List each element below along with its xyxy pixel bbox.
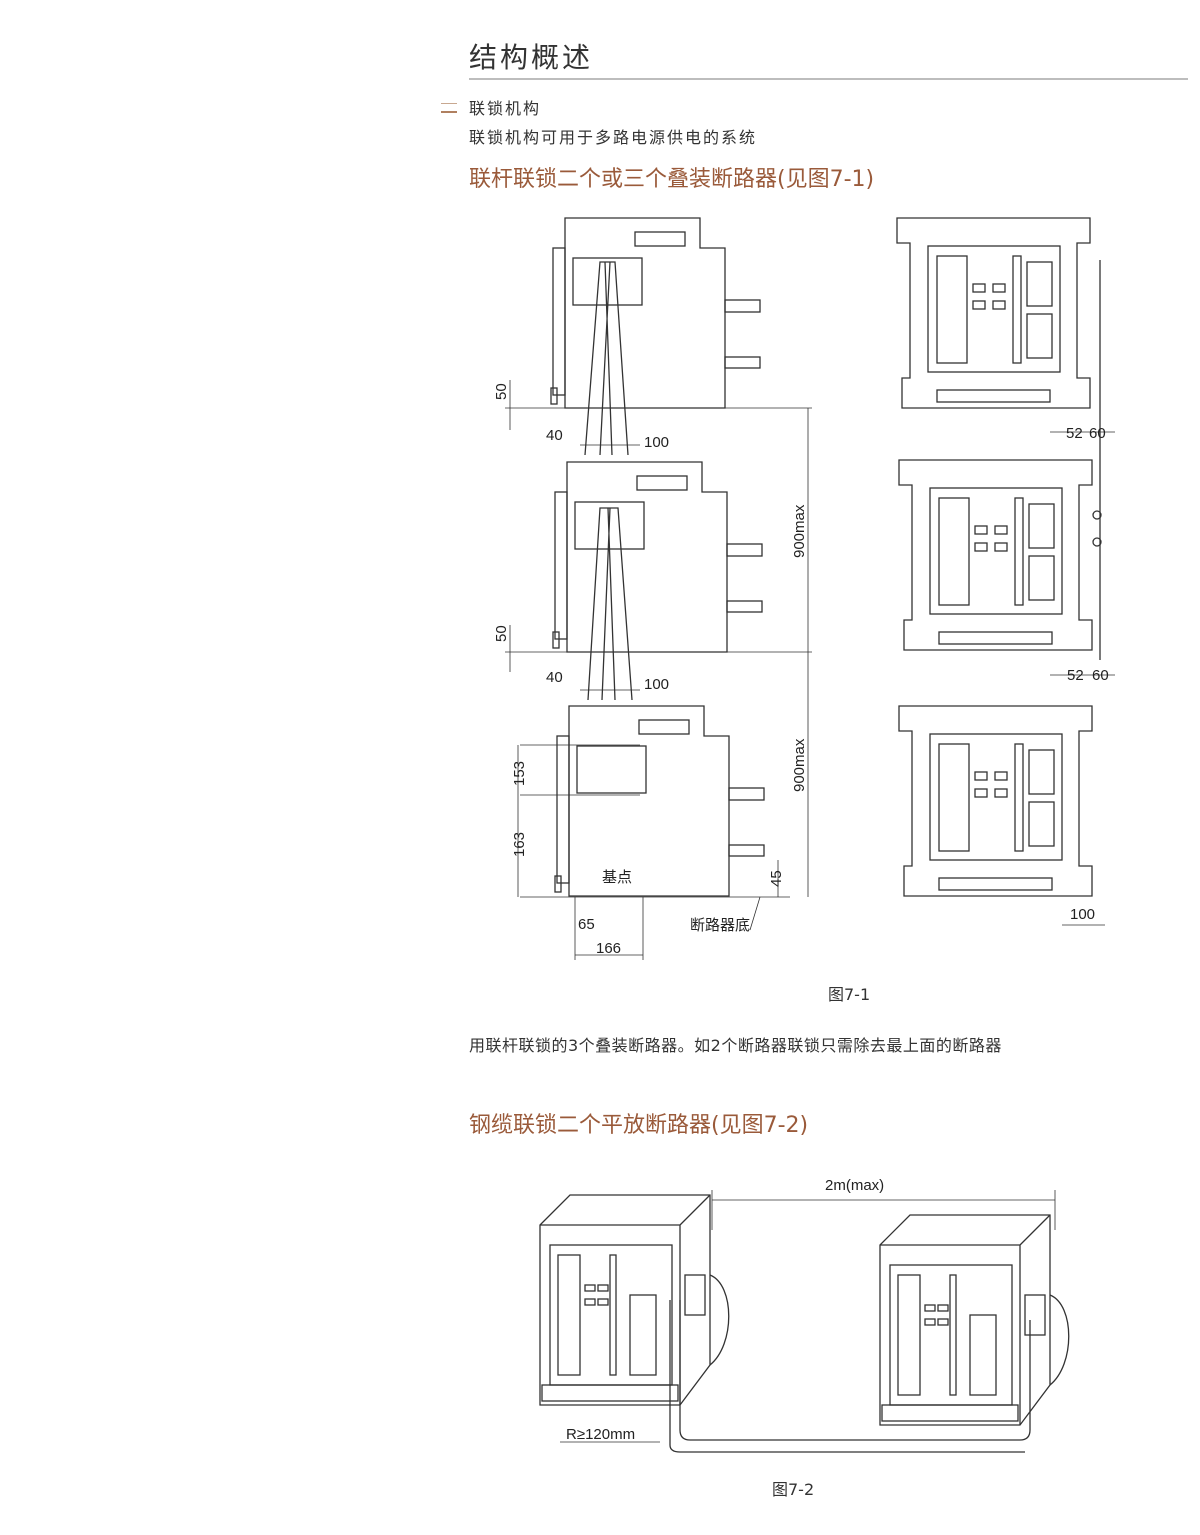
figure2-heading: 钢缆联锁二个平放断路器(见图7-2) <box>469 1113 809 1138</box>
figure2-caption: 图7-2 <box>772 1480 815 1499</box>
side-view-middle <box>552 461 763 653</box>
breaker-right-iso <box>879 1214 1070 1426</box>
side-view-top <box>550 217 761 409</box>
dim-900max-top: 900max <box>791 504 808 558</box>
title-divider <box>469 78 1188 80</box>
breaker-left-iso <box>539 1194 730 1406</box>
front-view-top <box>896 217 1091 409</box>
bend-radius-label: R≥120mm <box>566 1426 635 1443</box>
section-subtitle: 联锁机构 <box>469 99 542 118</box>
section-description: 联锁机构可用于多路电源供电的系统 <box>469 128 758 147</box>
dim-65: 65 <box>578 916 595 933</box>
dim-52-top: 52 <box>1066 425 1083 442</box>
dim-153: 153 <box>511 761 528 786</box>
dim-60-top: 60 <box>1089 425 1106 442</box>
page-title: 结构概述 <box>469 41 594 74</box>
side-view-bottom <box>554 705 765 897</box>
figure1-note: 用联杆联锁的3个叠装断路器。如2个断路器联锁只需除去最上面的断路器 <box>469 1036 1002 1055</box>
dim-50-middle: 50 <box>493 625 510 642</box>
dim-52-middle: 52 <box>1067 667 1084 684</box>
dim-166: 166 <box>596 940 621 957</box>
dimension-lines <box>505 380 1115 960</box>
linkage-rods <box>584 260 1102 701</box>
dim-60-middle: 60 <box>1092 667 1109 684</box>
figure1-caption: 图7-1 <box>828 985 871 1004</box>
dim-40-middle: 40 <box>546 669 563 686</box>
breaker-bottom-label: 断路器底 <box>690 917 750 934</box>
dim-100-middle: 100 <box>644 676 669 693</box>
front-view-bottom <box>898 705 1093 897</box>
dim-900max-middle: 900max <box>791 738 808 792</box>
dim-100-top: 100 <box>644 434 669 451</box>
dim-50-top: 50 <box>493 383 510 400</box>
cable-max-length: 2m(max) <box>825 1177 884 1194</box>
bullet-mark <box>441 103 457 113</box>
cable-path <box>560 1190 1056 1453</box>
front-view-middle <box>898 459 1093 651</box>
figure1-heading: 联杆联锁二个或三个叠装断路器(见图7-1) <box>469 167 875 192</box>
dim-45: 45 <box>768 870 785 887</box>
dim-163: 163 <box>511 832 528 857</box>
dim-100-bottom: 100 <box>1070 906 1095 923</box>
base-point-label: 基点 <box>602 869 632 886</box>
dim-40-top: 40 <box>546 427 563 444</box>
